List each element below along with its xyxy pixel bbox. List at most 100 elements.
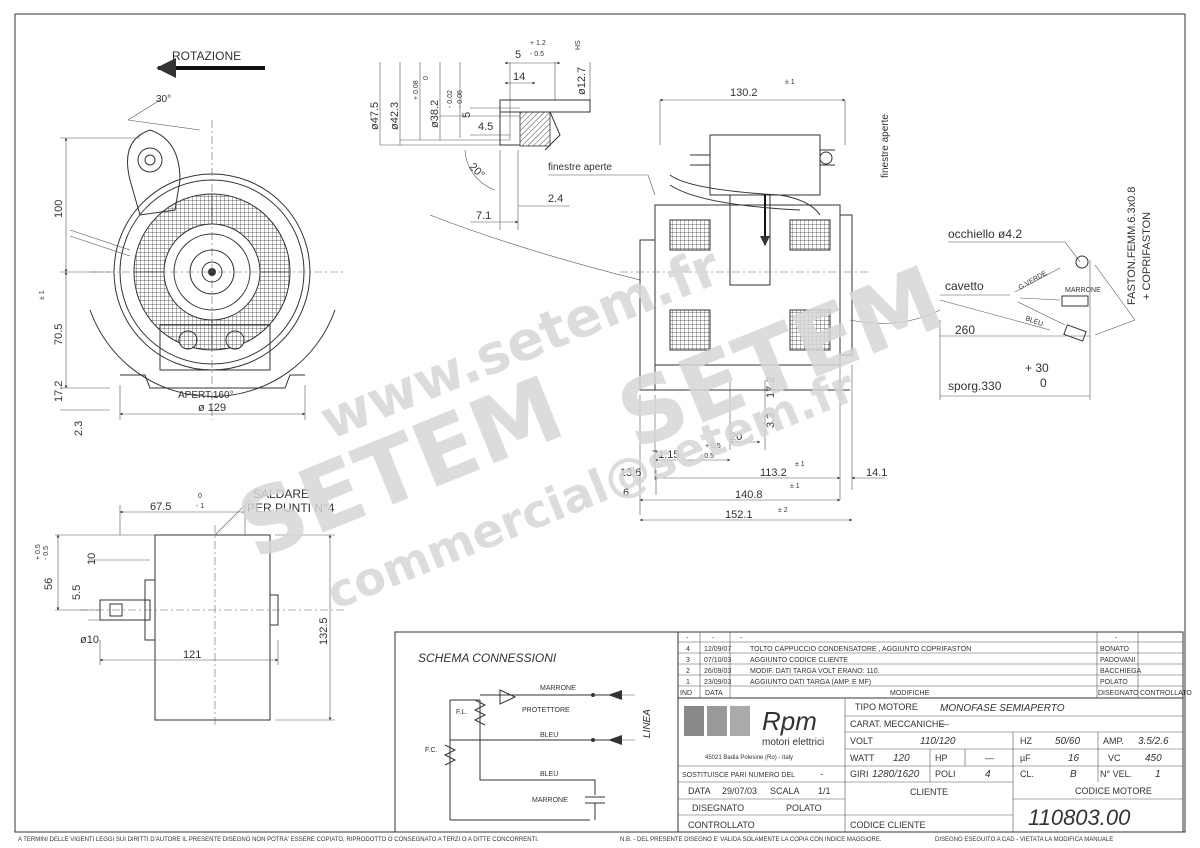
vc-value: 450 — [1145, 753, 1162, 764]
dim-30: + 30 — [1025, 361, 1049, 375]
occhiello-label: occhiello ø4.2 — [948, 227, 1022, 241]
sostituisce-label: SOSTITUISCE PARI NUMERO DEL — [682, 772, 795, 779]
dim-71: 71.15 — [652, 449, 680, 461]
schema-protettore: PROTETTORE — [522, 707, 570, 714]
coprifaston-label: + COPRIFASTON — [1141, 212, 1153, 300]
rev-h2: - — [712, 635, 715, 642]
dim-100: 100 — [53, 200, 65, 218]
per-punti-label: PER PUNTI N°4 — [247, 501, 335, 515]
dim-38: ø38.2 — [429, 100, 441, 128]
dim-20: 20 — [730, 431, 742, 443]
dim-152: 152.1 — [725, 509, 753, 521]
dim-47: ø47.5 — [369, 102, 381, 130]
rev-date: 26/09/03 — [704, 668, 731, 675]
dim-2: 2.3 — [73, 421, 85, 436]
dim-5: 5 — [515, 49, 521, 61]
schema-marrone: MARRONE — [540, 685, 576, 692]
watt-label: WATT — [850, 753, 875, 763]
logo-text: Rpm — [762, 706, 817, 736]
dim-56: 56 — [43, 578, 55, 590]
dim-17: 17.2 — [53, 381, 65, 402]
dim-3: 3.3 — [765, 413, 777, 428]
faston-label: FASTON.FEMM.6.3x0.8 — [1126, 187, 1138, 305]
rev-h3: - — [740, 635, 743, 642]
gverde-label: G.VERDE — [1018, 270, 1049, 292]
amp-value: 3.5/2.6 — [1138, 736, 1169, 747]
dim-14: 14 — [513, 71, 525, 83]
rev-text: MODIF. DATI TARGA VOLT ERANO: 110. — [750, 668, 880, 675]
rev-ind: 2 — [686, 668, 690, 675]
rotation-label: ROTAZIONE — [172, 49, 241, 63]
dim-67: 67.5 — [150, 501, 171, 513]
nvel-label: N° VEL. — [1100, 769, 1132, 779]
schema-bleu2: BLEU — [540, 771, 558, 778]
uf-value: 16 — [1068, 753, 1080, 764]
dim-56-tol2: - 0.5 — [43, 546, 50, 560]
poli-label: POLI — [935, 769, 956, 779]
logo-subtitle: motori elettrici — [762, 737, 824, 748]
linea-label: LINEA — [642, 709, 653, 738]
footer-right: DISEGNO ESEGUITO A CAD - VIETATA LA MODI… — [935, 837, 1113, 843]
rev-text: AGGIUNTO DATI TARGA (AMP. E MF) — [750, 679, 871, 686]
disegnato-value: POLATO — [786, 803, 822, 813]
dim-10b: 10 — [86, 553, 98, 565]
dim-6: 6 — [623, 487, 629, 499]
col-modifiche: MODIFICHE — [890, 690, 930, 697]
rev-h1: - — [686, 635, 689, 642]
col-data: DATA — [705, 690, 723, 697]
wiring-schema: SCHEMA CONNESSIONI F.L. F.C. MARRONE PRO… — [394, 631, 679, 833]
dim-113: 113.2 — [760, 467, 787, 479]
uf-label: µF — [1020, 753, 1031, 763]
dim-140: 140.8 — [735, 489, 763, 501]
col-controllato: CONTROLLATO — [1140, 690, 1192, 697]
dim-5-5: 5.5 — [71, 585, 83, 600]
dim-71-tol: - 0.5 — [700, 453, 714, 460]
rev-by: BONATO — [1100, 646, 1129, 653]
schema-marrone2: MARRONE — [532, 797, 568, 804]
dim-5b-tol: - 0.02 — [447, 90, 454, 108]
dim-zero: 0 — [1040, 376, 1047, 390]
shaft-detail: ø47.5 ø42.3 ø38.2 + 0.08 0 5 - 0.02 - 0.… — [369, 40, 656, 281]
data-label: DATA — [688, 786, 711, 796]
rev-text: TOLTO CAPPUCCIO CONDENSATORE , AGGIUNTO … — [750, 646, 971, 653]
sporg-label: sporg.330 — [948, 379, 1002, 393]
poli-value: 4 — [985, 769, 991, 780]
dim-152-tol: ± 2 — [778, 507, 788, 514]
dim-5b-tol2: - 0.06 — [457, 90, 464, 108]
col-ind: IND — [680, 690, 692, 697]
aperture-label: APERT.160° — [178, 390, 234, 401]
revision-table: - - - - 4 12/09/07 TOLTO CAPPUCCIO CONDE… — [677, 631, 1192, 699]
data-value: 29/07/03 — [722, 786, 757, 796]
dim-2-4: 2.4 — [548, 193, 563, 205]
dim-56-tol: + 0.5 — [35, 544, 42, 560]
company-address: 45021 Badia Polesine (Ro) - Italy — [705, 755, 793, 761]
side-view: 130.2 ± 1 finestre aperte 20 17.2 3.3 + … — [620, 79, 891, 522]
rev-by: PADOVANI — [1100, 657, 1135, 664]
carat-label: CARAT. MECCANICHE — [850, 719, 944, 729]
codice-cliente-label: CODICE CLIENTE — [850, 820, 926, 830]
cable-detail: occhiello ø4.2 cavetto G.VERDE MARRONE B… — [849, 187, 1153, 400]
nvel-value: 1 — [1155, 769, 1161, 780]
dim-113-tol: ± 1 — [795, 461, 805, 468]
fc-label: F.C. — [425, 747, 438, 754]
dim-121: 121 — [183, 649, 201, 661]
hz-label: HZ — [1020, 736, 1032, 746]
dim-05: + 0.5 — [705, 443, 721, 450]
dim-tol05: - 0.5 — [530, 51, 544, 58]
scala-value: 1/1 — [818, 786, 831, 796]
footer-mid: N.B. - DEL PRESENTE DISEGNO E' VALIDA SO… — [620, 837, 882, 843]
fl-label: F.L. — [456, 709, 467, 716]
windows-right-label: finestre aperte — [880, 114, 891, 178]
tipo-label: TIPO MOTORE — [855, 702, 918, 712]
cliente-label: CLIENTE — [910, 787, 948, 797]
hp-label: HP — [935, 753, 948, 763]
dim-132: 132.5 — [318, 617, 330, 645]
dim-67-tol: 0 — [198, 493, 202, 500]
cl-value: B — [1070, 769, 1077, 780]
scala-label: SCALA — [770, 786, 800, 796]
sostituisce-value: - — [820, 769, 823, 779]
dim-70-tol: ± 1 — [39, 290, 46, 300]
rev-ind: 4 — [686, 646, 690, 653]
hz-value: 50/60 — [1055, 736, 1080, 747]
rev-date: 12/09/07 — [704, 646, 731, 653]
